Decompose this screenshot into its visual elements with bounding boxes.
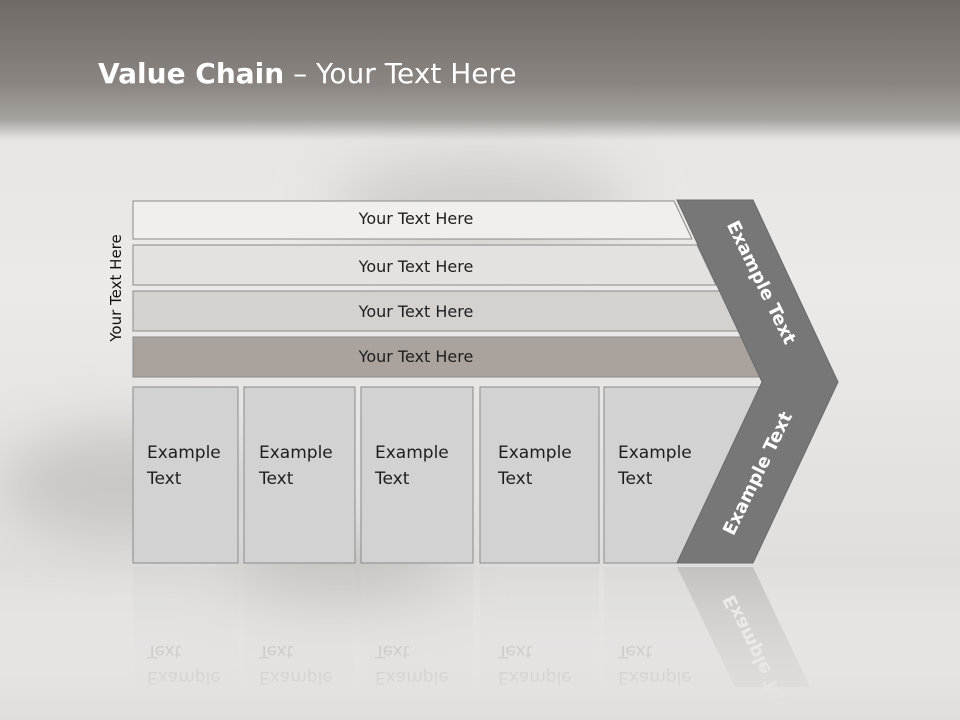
column-text-line1: Example — [498, 443, 572, 463]
band-label: Your Text Here — [358, 257, 474, 276]
column: Example Text — [479, 386, 600, 564]
band: Your Text Here — [132, 244, 717, 286]
column: Example Text — [243, 386, 356, 564]
band-shape — [132, 200, 693, 240]
column: Example Text — [132, 386, 239, 564]
column-box — [132, 386, 239, 564]
column-text-line1: Example — [618, 443, 692, 463]
page-title: Value Chain – Your Text Here — [98, 56, 517, 92]
band-label: Your Text Here — [358, 302, 474, 321]
column-text-line1: Example — [147, 443, 221, 463]
band-label: Your Text Here — [358, 347, 474, 366]
column-text-line1: Example — [259, 443, 333, 463]
column-text-line2: Text — [258, 469, 294, 489]
title-rest: – Your Text Here — [284, 57, 517, 90]
column-text-line2: Text — [617, 469, 653, 489]
band: Your Text Here — [132, 290, 740, 332]
band: Your Text Here — [132, 200, 693, 240]
column-text-line2: Text — [146, 469, 182, 489]
band-shape — [132, 244, 717, 286]
header-bar — [0, 0, 960, 140]
reflection-fade — [0, 565, 960, 720]
column-box — [243, 386, 356, 564]
column-text-line2: Text — [374, 469, 410, 489]
band: Your Text Here — [132, 336, 764, 378]
column-text-line1: Example — [375, 443, 449, 463]
chevron-arrow — [676, 199, 839, 564]
column: Example Text — [360, 386, 474, 564]
band-label: Your Text Here — [358, 209, 474, 228]
column-text-line2: Text — [497, 469, 533, 489]
title-bold: Value Chain — [98, 57, 285, 90]
column-box — [360, 386, 474, 564]
column-box — [479, 386, 600, 564]
